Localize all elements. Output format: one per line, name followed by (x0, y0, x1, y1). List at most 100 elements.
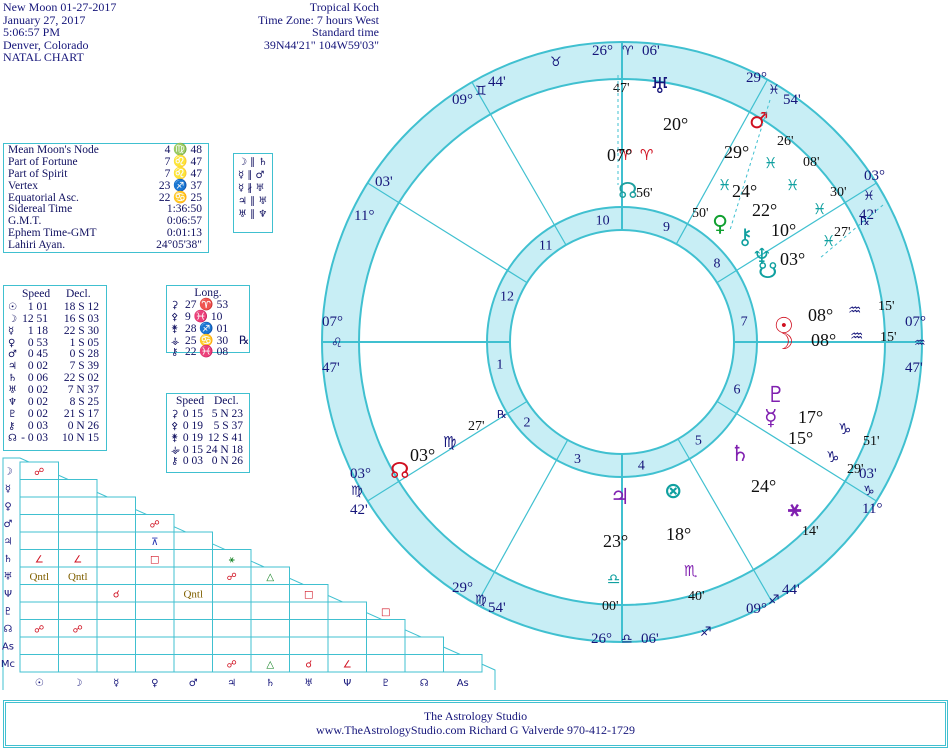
planet-jupiter-sign-icon: ♎ (607, 570, 620, 588)
aspect-cell (135, 636, 175, 655)
aspect-cell (19, 636, 59, 655)
aspect-row-label: ♀ (4, 502, 11, 513)
point-value: 7 ♌ 47 (164, 155, 202, 168)
planet-mercury-degree: 15° (788, 428, 813, 448)
speed-planet-icon: ♀ (8, 337, 16, 349)
aspect-col-label: ♃ (227, 678, 236, 689)
speed-header: Speed (22, 288, 51, 300)
point-value: 1:36:50 (166, 203, 202, 216)
planet-mercury-sign-icon: ♑ (826, 448, 839, 466)
aspect-symbol: ⊼ (151, 537, 158, 548)
aspect-cell (135, 566, 175, 585)
cusp-sign-icon: ♓ (768, 83, 780, 98)
planet-pof-sign-icon: ♏ (684, 562, 698, 580)
cusp-sign-icon: ♑ (863, 484, 875, 499)
planet-pluto-minute: 51' (863, 434, 880, 449)
planet-uranus-minute: 47' (613, 81, 630, 96)
planet-chiron-minute: 30' (830, 185, 847, 200)
planet-saturn-icon: ♄ (730, 442, 750, 467)
aspect-row-label: Mc (1, 659, 15, 670)
planet-chiron_ceres-sign-icon: ♈ (640, 146, 653, 164)
coordinates: 39N44'21" 104W59'03" (263, 37, 379, 52)
aspect-col-label: ☽ (73, 678, 82, 689)
point-value: 4 ♍ 48 (164, 144, 202, 156)
aspect-col-label: As (457, 678, 469, 689)
aspect-cell (96, 654, 136, 673)
house-number: 2 (524, 416, 531, 431)
planet-northnode-minute: 27' (468, 419, 485, 434)
decl-value: 1 S 05 (69, 336, 99, 349)
planet-pluto-degree: 17° (798, 407, 823, 427)
decl2-header: Decl. (214, 395, 239, 407)
aspect-cell (250, 584, 290, 603)
parallel-5: ♅ ∥ ♆ (238, 209, 268, 220)
chart-header-left: New Moon 01-27-2017 January 27, 2017 5:0… (3, 1, 116, 64)
planet-southnode-degree: 03° (780, 249, 805, 269)
aspect-cell (212, 601, 252, 620)
aspect-cell (250, 619, 290, 638)
cusp-minute: 54' (783, 92, 801, 108)
aspect-symbol: ☌ (305, 660, 312, 671)
aspect-cell (250, 601, 290, 620)
cusp-sign-icon: ♎ (621, 632, 633, 647)
planet-sun-degree: 08° (808, 305, 833, 325)
cusp-degree: 26° (592, 43, 613, 59)
house-number: 11 (539, 238, 552, 253)
planet-moon-minute: 15' (880, 330, 897, 345)
aspect-symbol: ∠ (35, 555, 44, 566)
planet-northnode-sign-icon: ♍ (443, 433, 456, 451)
speed-value: 0 03 (27, 419, 48, 432)
aspect-cell (19, 514, 59, 533)
asteroid-icon: ⚳ (171, 408, 179, 420)
aspect-cell (58, 654, 98, 673)
aspect-col-label: ♄ (266, 678, 275, 689)
planet-southnode-icon: ☋ (758, 259, 778, 284)
aspect-row-label: ☊ (4, 624, 13, 635)
asteroid-icon: ⚴ (171, 420, 179, 432)
planet-pof-degree: 18° (666, 524, 691, 544)
speed-planet-icon: ♆ (8, 397, 17, 409)
aspect-col-label: ♇ (381, 678, 390, 689)
asteroid-longitude-table: Long. ⚳27 ♈ 53⚴9 ♓ 10⚵28 ♐ 01⚶25 ♋ 30℞⚷2… (166, 285, 250, 358)
decl-value: 7 N 37 (67, 384, 99, 397)
asteroid-icon: ⚵ (171, 432, 179, 444)
point-value: 7 ♌ 47 (164, 167, 202, 180)
point-value: 22 ♋ 25 (158, 191, 202, 204)
long-row: ⚴9 ♓ 10 (171, 311, 249, 324)
long-row: ⚷22 ♓ 08 (171, 347, 249, 359)
aspect-row-label: ♄ (4, 554, 13, 565)
asteroid-long: 27 ♈ 53 (185, 298, 229, 311)
aspect-cell (135, 584, 175, 603)
house-number: 4 (638, 458, 645, 473)
speed-value: 0 45 (27, 348, 48, 361)
cusp-degree: 07° (905, 314, 926, 330)
aspect-symbol: ☍ (73, 625, 83, 636)
planet-mercury-minute: 29' (847, 462, 864, 477)
aspect-symbol: ∠ (73, 555, 82, 566)
cusp-sign-icon: ♊ (475, 84, 487, 99)
aspect-row-label: ♂ (4, 519, 13, 530)
house-cusp-line (367, 182, 528, 284)
chart-type: NATAL CHART (3, 50, 84, 64)
asteroid-decl: 5 S 37 (213, 419, 243, 432)
aspect-cell (58, 531, 98, 550)
decl-value: 21 S 17 (63, 407, 99, 420)
aspect-cell (96, 619, 136, 638)
planet-mars-minute: 26' (777, 134, 794, 149)
house-number: 7 (741, 314, 748, 329)
aspect-cell (173, 619, 213, 638)
planet-southnode-sign-icon: ♓ (822, 232, 835, 250)
aspect-cell (19, 496, 59, 515)
planet-northnode-degree: 03° (410, 445, 435, 465)
cusp-minute: 06' (642, 43, 660, 59)
cusp-degree: 26° (591, 631, 612, 647)
